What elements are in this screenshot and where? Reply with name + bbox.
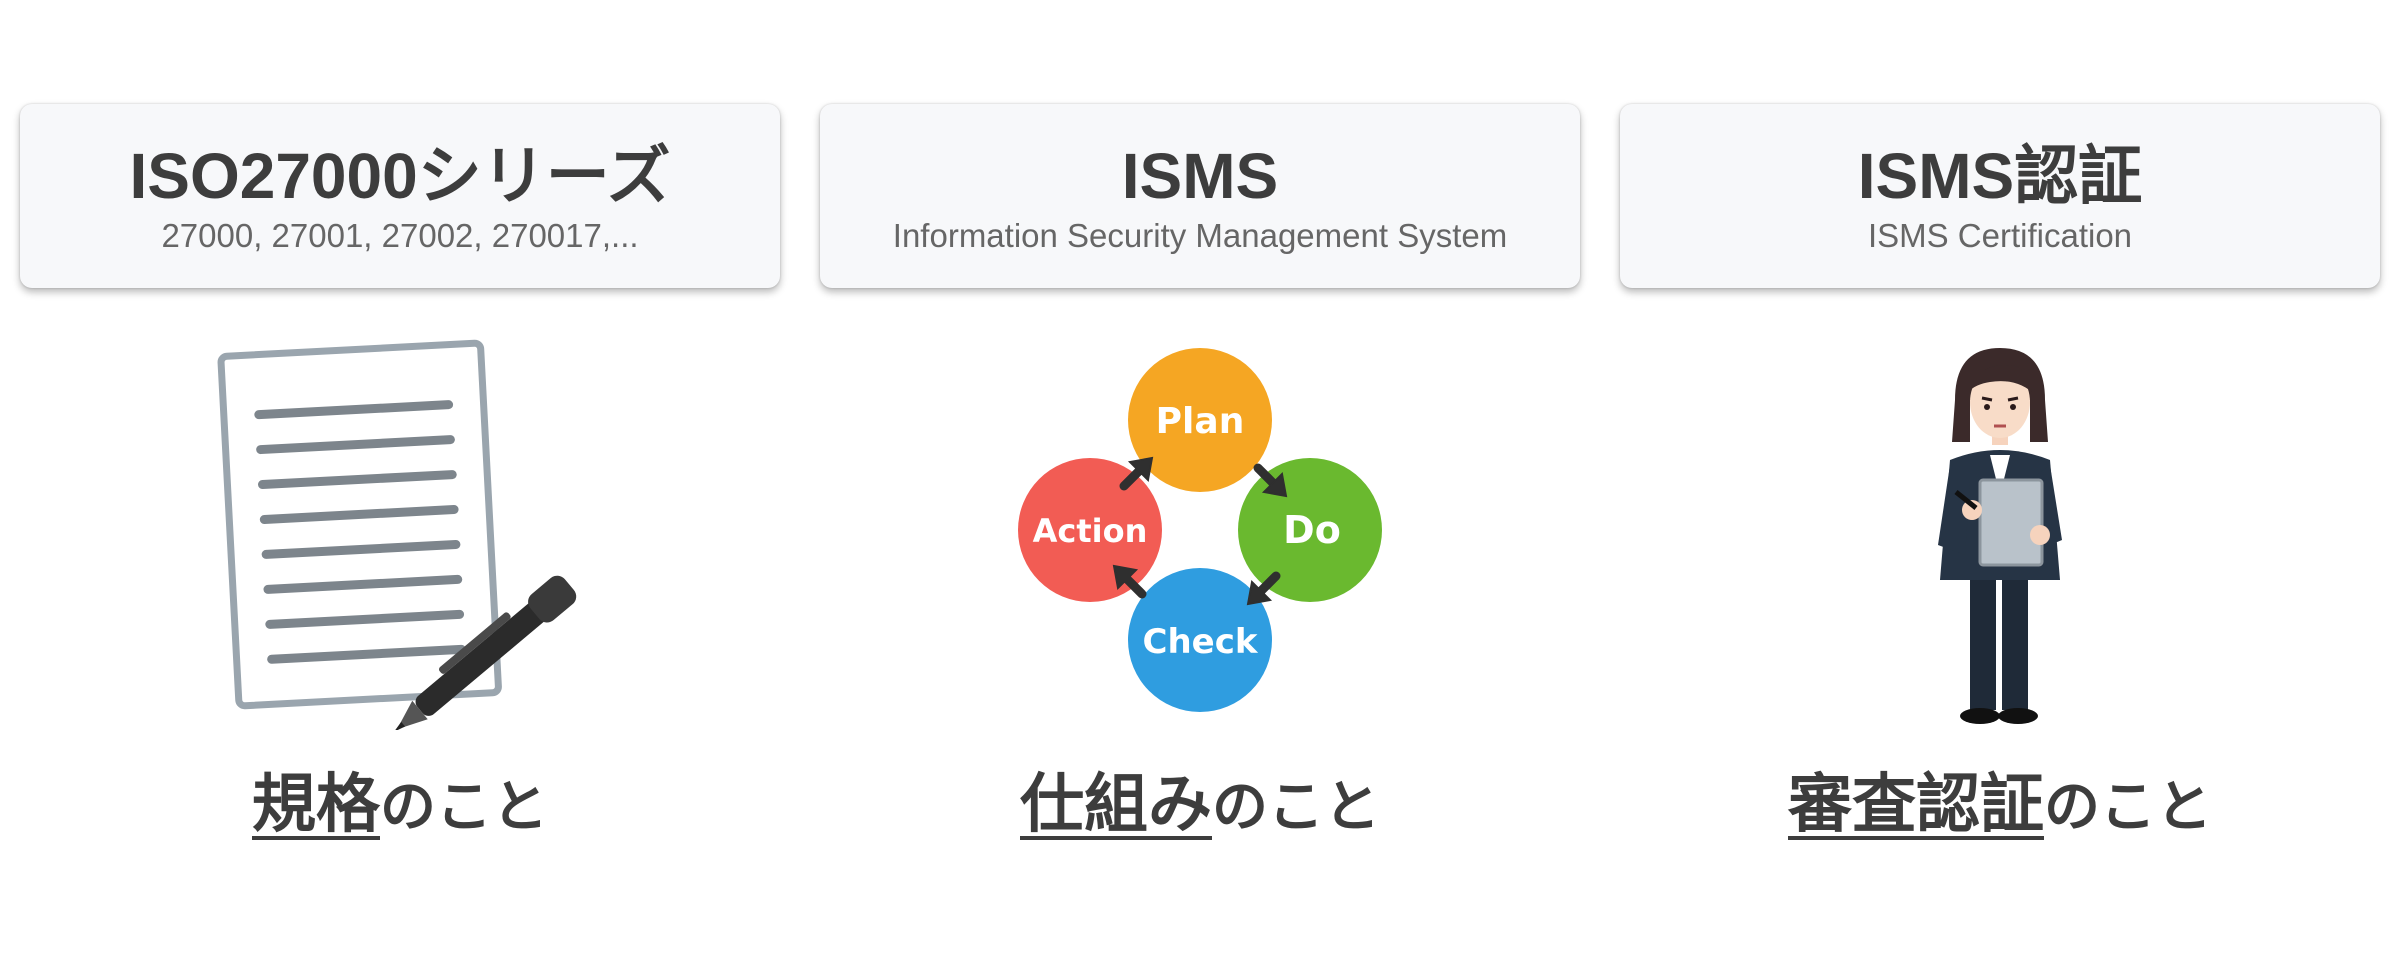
pdca-check-label: Check bbox=[1143, 622, 1259, 662]
caption-certification: 審査認証のこと bbox=[1620, 760, 2380, 853]
pdca-action-label: Action bbox=[1033, 512, 1148, 550]
pdca-do-label: Do bbox=[1283, 508, 1341, 552]
pdca-action-circle bbox=[1018, 458, 1162, 602]
card-isms-certification: ISMS認証 ISMS Certification bbox=[1620, 104, 2380, 288]
caption-emphasis: 仕組み bbox=[1020, 768, 1212, 842]
column-isms: ISMS Information Security Management Sys… bbox=[820, 0, 1580, 974]
card-iso27000: ISO27000シリーズ 27000, 27001, 27002, 270017… bbox=[20, 104, 780, 288]
card-subtitle: 27000, 27001, 27002, 270017,... bbox=[161, 217, 639, 254]
caption-rest: のこと bbox=[1212, 775, 1380, 840]
column-standard: ISO27000シリーズ 27000, 27001, 27002, 270017… bbox=[20, 0, 780, 974]
column-certification: ISMS認証 ISMS Certification bbox=[1620, 0, 2380, 974]
card-title: ISO27000シリーズ bbox=[129, 140, 671, 212]
caption-rest: のこと bbox=[2044, 775, 2212, 840]
caption-emphasis: 規格 bbox=[252, 768, 380, 842]
pdca-check-circle bbox=[1128, 568, 1272, 712]
caption-standard: 規格のこと bbox=[20, 760, 780, 853]
caption-isms: 仕組みのこと bbox=[820, 760, 1580, 853]
card-title: ISMS認証 bbox=[1857, 140, 2143, 212]
card-subtitle: ISMS Certification bbox=[1867, 217, 2133, 254]
card-isms: ISMS Information Security Management Sys… bbox=[820, 104, 1580, 288]
auditor-woman-icon bbox=[1620, 330, 2380, 730]
caption-emphasis: 審査認証 bbox=[1788, 768, 2044, 842]
pdca-plan-label: Plan bbox=[1156, 401, 1245, 442]
document-with-pen-icon bbox=[20, 330, 780, 730]
caption-rest: のこと bbox=[380, 775, 548, 840]
pdca-cycle-icon: Plan Do Check Action bbox=[820, 330, 1580, 730]
card-title: ISMS bbox=[1121, 140, 1279, 212]
card-subtitle: Information Security Management System bbox=[892, 217, 1508, 254]
pdca-plan-circle bbox=[1128, 348, 1272, 492]
